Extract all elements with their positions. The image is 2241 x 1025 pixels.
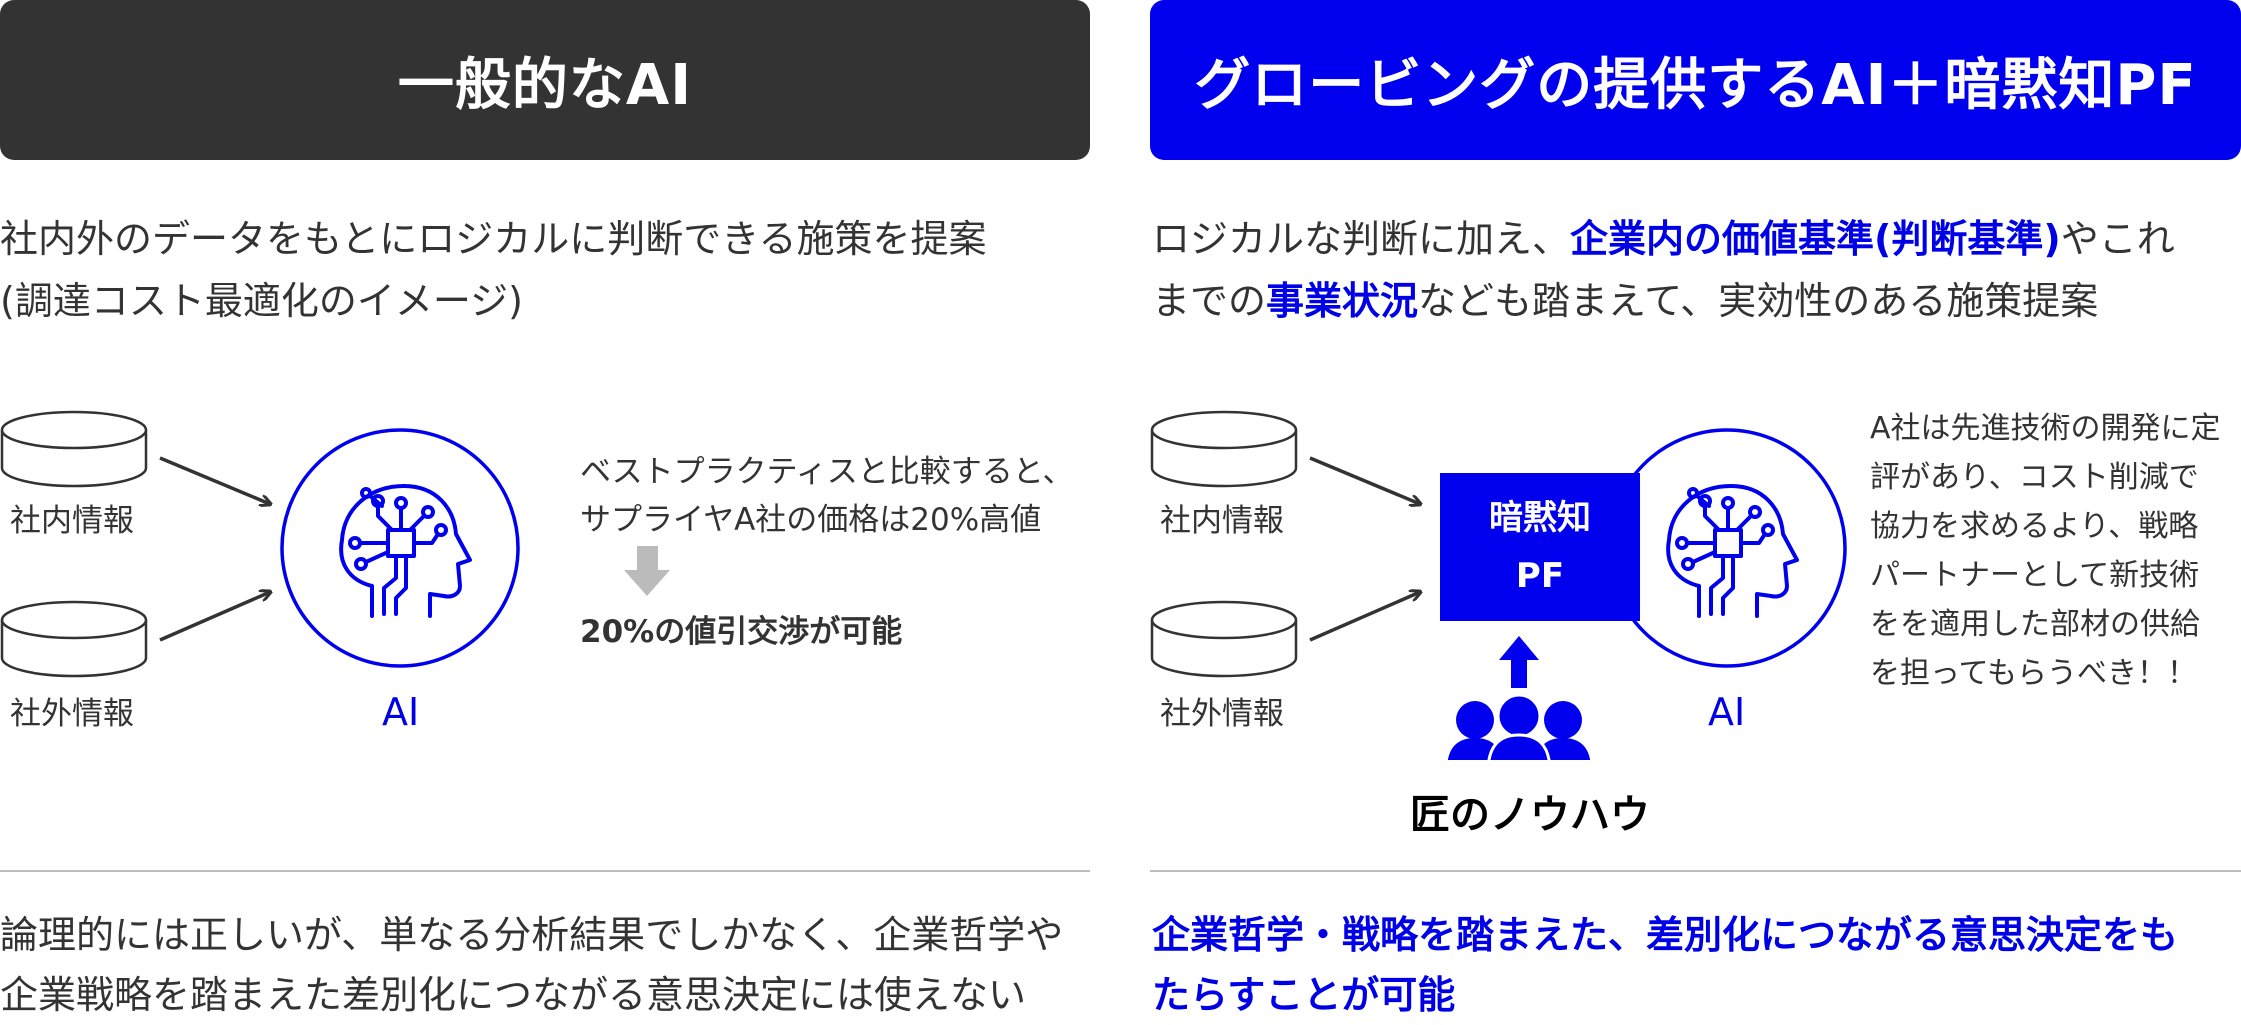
right-note-line: をを適用した部材の供給 (1870, 607, 2200, 642)
right-conclusion: 企業哲学・戦略を踏まえた、差別化につながる意思決定をも たらすことが可能 (1152, 905, 2178, 1025)
left-db-external-label: 社外情報 (10, 696, 134, 732)
down-arrow-icon (624, 546, 670, 596)
left-db-internal-label: 社内情報 (10, 503, 134, 539)
left-bottom-line2: 企業戦略を踏まえた差別化につながる意思決定には使えない (0, 973, 1027, 1017)
desc-text: までの (1152, 279, 1267, 323)
left-title: 一般的なAI (397, 52, 693, 118)
right-bottom-line1: 企業哲学・戦略を踏まえた、差別化につながる意思決定をも (1152, 913, 2179, 957)
left-note: ベストプラクティスと比較すると、 サプライヤA社の価格は20%高値 (580, 448, 1074, 544)
left-note-line2: サプライヤA社の価格は20%高値 (580, 502, 1042, 538)
left-desc-line2: (調達コスト最適化のイメージ) (0, 279, 523, 323)
pf-line1: 暗黙知 (1489, 498, 1591, 538)
right-header: グロービングの提供するAI＋暗黙知PF (1150, 0, 2241, 160)
left-note-line1: ベストプラクティスと比較すると、 (580, 454, 1074, 490)
right-desc-line1: ロジカルな判断に加え、企業内の価値基準(判断基準)やこれ (1152, 208, 2175, 270)
right-diagram (1150, 410, 1847, 760)
up-arrow-icon (1499, 636, 1539, 688)
right-note-line: 評があり、コスト削減で (1870, 460, 2199, 495)
right-description: ロジカルな判断に加え、企業内の価値基準(判断基準)やこれ までの事業状況なども踏… (1152, 208, 2175, 332)
ai-brain-icon (1607, 428, 1847, 668)
database-icon (0, 410, 148, 488)
desc-highlight-value-criteria: 企業内の価値基準(判断基準) (1570, 217, 2061, 261)
desc-highlight-business-status: 事業状況 (1266, 279, 1419, 323)
right-note: A社は先進技術の開発に定 評があり、コスト削減で 協力を求めるより、戦略 パート… (1870, 404, 2221, 698)
left-header: 一般的なAI (0, 0, 1090, 160)
database-icon (1150, 410, 1298, 488)
left-result: 20%の値引交渉が可能 (580, 614, 903, 650)
arrow-icon (1309, 456, 1420, 504)
desc-text: なども踏まえて、実効性のある施策提案 (1418, 279, 2099, 323)
arrow-icon (159, 456, 270, 504)
tacit-knowledge-pf-box: 暗黙知 PF (1440, 473, 1640, 621)
database-icon (1150, 600, 1298, 678)
right-note-line: を担ってもらうべき！！ (1870, 656, 2197, 691)
left-diagram (0, 410, 670, 678)
pf-line2: PF (1515, 556, 1565, 596)
right-db-external-label: 社外情報 (1160, 696, 1284, 732)
right-ai-label: AI (1708, 690, 1746, 734)
right-title: グロービングの提供するAI＋暗黙知PF (1194, 52, 2197, 118)
right-divider (1150, 870, 2241, 872)
right-desc-line2: までの事業状況なども踏まえて、実効性のある施策提案 (1152, 270, 2175, 332)
right-note-line: 協力を求めるより、戦略 (1870, 509, 2199, 544)
left-description: 社内外のデータをもとにロジカルに判断できる施策を提案 (調達コスト最適化のイメー… (0, 208, 986, 332)
people-icon (1447, 693, 1591, 760)
arrow-icon (1309, 592, 1420, 642)
right-note-line: A社は先進技術の開発に定 (1870, 411, 2221, 446)
left-ai-label: AI (382, 690, 420, 734)
takumi-knowhow-label: 匠のノウハウ (1410, 792, 1650, 838)
right-note-line: パートナーとして新技術 (1870, 558, 2200, 593)
desc-text: やこれ (2060, 217, 2175, 261)
desc-text: ロジカルな判断に加え、 (1152, 217, 1571, 261)
left-divider (0, 870, 1090, 872)
right-db-internal-label: 社内情報 (1160, 503, 1284, 539)
ai-brain-icon (280, 428, 520, 668)
right-bottom-line2: たらすことが可能 (1152, 973, 1456, 1017)
arrow-icon (159, 592, 270, 642)
left-bottom-line1: 論理的には正しいが、単なる分析結果でしかなく、企業哲学や (0, 913, 1064, 957)
database-icon (0, 600, 148, 678)
left-desc-line1: 社内外のデータをもとにロジカルに判断できる施策を提案 (0, 217, 987, 261)
left-conclusion: 論理的には正しいが、単なる分析結果でしかなく、企業哲学や 企業戦略を踏まえた差別… (0, 905, 1063, 1025)
